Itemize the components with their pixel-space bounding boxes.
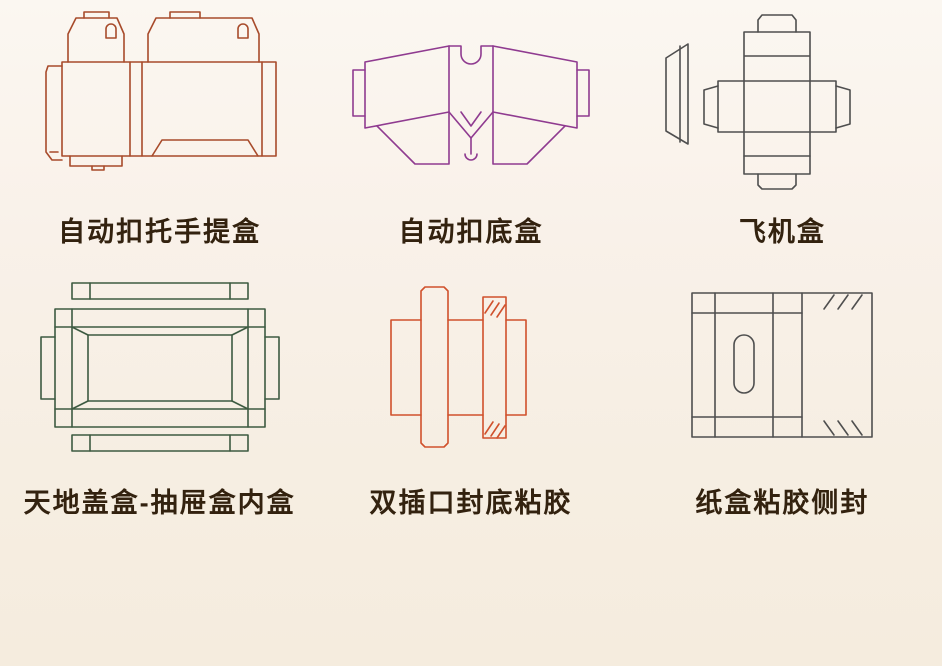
box-template-label: 天地盖盒-抽屉盒内盒 bbox=[23, 488, 296, 518]
box-template-label: 自动扣底盒 bbox=[398, 217, 544, 247]
dieline-airplane-box-diagram bbox=[665, 14, 852, 190]
card-auto-lock-handle-box: 自动扣托手提盒 bbox=[4, 4, 315, 249]
dieline-double-tuck-glued-bottom-diagram bbox=[390, 286, 527, 448]
box-template-label: 纸盒粘胶侧封 bbox=[695, 488, 870, 518]
box-template-label: 自动扣托手提盒 bbox=[58, 217, 262, 247]
box-template-grid: 自动扣托手提盒 bbox=[4, 4, 938, 520]
card-double-tuck-glued-bottom: 双插口封底粘胶 bbox=[315, 275, 626, 520]
dieline-drawer-inner-box-diagram bbox=[39, 282, 280, 452]
dieline-auto-lock-bottom-box-diagram bbox=[352, 45, 590, 165]
card-lid-base-drawer-inner-box: 天地盖盒-抽屉盒内盒 bbox=[4, 275, 315, 520]
dieline-side-glued-carton-diagram bbox=[691, 292, 874, 438]
box-template-label: 双插口封底粘胶 bbox=[369, 488, 573, 518]
dieline-auto-lock-handle-box-diagram bbox=[44, 11, 277, 171]
card-auto-lock-bottom-box: 自动扣底盒 bbox=[315, 4, 626, 249]
box-template-label: 飞机盒 bbox=[738, 217, 826, 247]
card-airplane-box: 飞机盒 bbox=[627, 4, 938, 249]
card-side-glued-carton: 纸盒粘胶侧封 bbox=[627, 275, 938, 520]
